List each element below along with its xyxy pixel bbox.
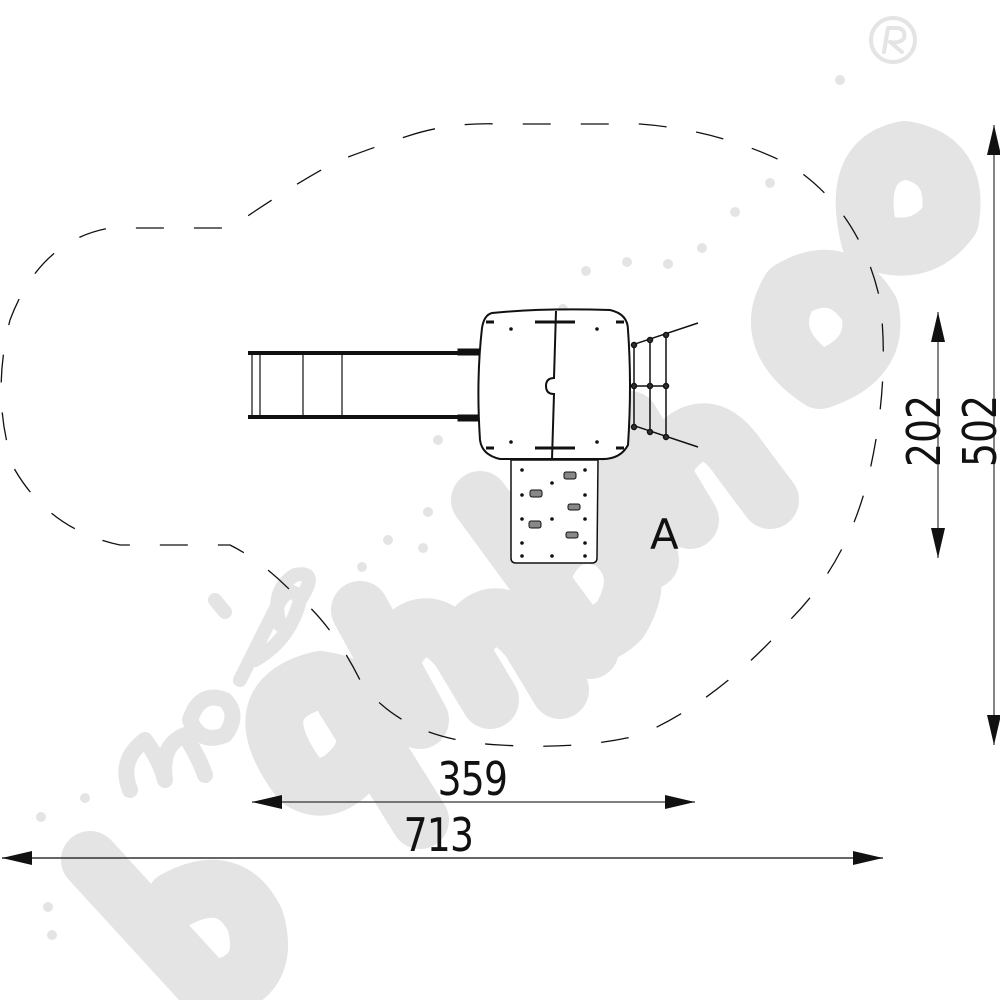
dimension-label-713: 713: [403, 808, 474, 862]
dimension-label-502: 502: [952, 394, 1000, 468]
watermark-logo: [36, 16, 981, 1005]
dimension-label-359: 359: [437, 752, 508, 806]
tower-platform: [477, 308, 631, 461]
climbing-wall: [510, 459, 599, 564]
zone-label: A: [650, 510, 679, 559]
safety-zone-outline: [0, 123, 884, 747]
net-ladder: [630, 322, 699, 448]
dimension-lines: [2, 125, 1000, 865]
dimension-label-202: 202: [896, 394, 951, 468]
slide: [248, 348, 481, 422]
